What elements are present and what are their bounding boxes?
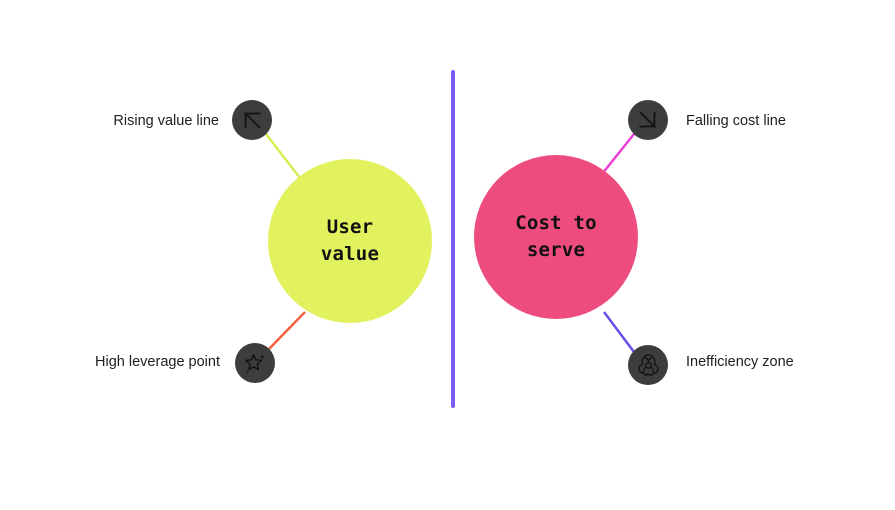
caption-rising-value-line: Rising value line [113, 113, 219, 129]
node-user-value[interactable]: User value [268, 159, 432, 323]
edge-high-leverage [267, 311, 306, 351]
edge-rising-value [265, 133, 301, 179]
caption-falling-cost-line: Falling cost line [686, 113, 786, 129]
edge-inefficiency [603, 311, 635, 353]
vertical-divider [451, 70, 455, 408]
star-sparkle-icon [244, 353, 265, 373]
badge-falling-cost-line[interactable] [628, 100, 668, 140]
caption-inefficiency-zone: Inefficiency zone [686, 354, 794, 370]
caption-high-leverage-point: High leverage point [95, 354, 220, 370]
badge-rising-value-line[interactable] [232, 100, 272, 140]
node-cost-to-serve[interactable]: Cost to serve [474, 155, 638, 319]
arrow-up-left-icon [243, 111, 261, 129]
biohazard-icon [637, 353, 659, 376]
node-user-value-label: User value [320, 216, 380, 265]
badge-inefficiency-zone[interactable] [628, 345, 668, 385]
edge-falling-cost [601, 133, 635, 175]
node-cost-to-serve-label: Cost to serve [515, 212, 597, 261]
arrow-down-right-icon [639, 111, 657, 129]
badge-high-leverage-point[interactable] [235, 343, 275, 383]
